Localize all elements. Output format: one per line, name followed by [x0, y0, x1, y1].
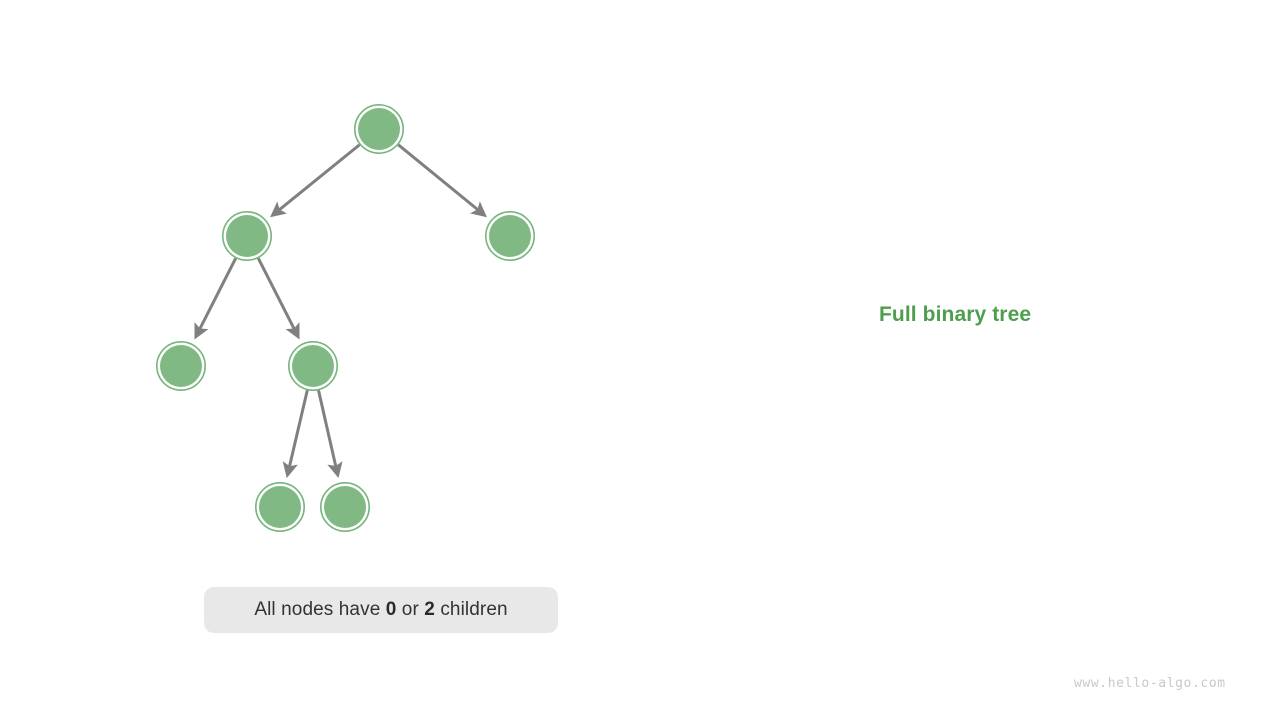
tree-edge	[397, 143, 487, 218]
tree-node[interactable]	[222, 211, 272, 261]
tree-node-white-ring	[289, 342, 337, 390]
tree-edge-layer	[194, 143, 487, 479]
tree-node-outer-ring	[156, 341, 206, 391]
tree-node-fill	[489, 215, 531, 257]
tree-node[interactable]	[354, 104, 404, 154]
caption-suffix: children	[434, 599, 508, 620]
tree-node[interactable]	[485, 211, 535, 261]
tree-node-outer-ring	[255, 482, 305, 532]
tree-node-fill	[160, 345, 202, 387]
tree-node-white-ring	[157, 342, 205, 390]
tree-node-white-ring	[355, 105, 403, 153]
tree-node-layer	[156, 104, 535, 532]
tree-node-outer-ring	[320, 482, 370, 532]
tree-edge	[256, 257, 300, 340]
tree-node-white-ring	[321, 483, 369, 531]
tree-node[interactable]	[156, 341, 206, 391]
tree-node-outer-ring	[485, 211, 535, 261]
caption-box: All nodes have 0 or 2 children	[204, 587, 558, 633]
tree-node-white-ring	[486, 212, 534, 260]
tree-node-fill	[292, 345, 334, 387]
tree-node[interactable]	[255, 482, 305, 532]
tree-node-outer-ring	[354, 104, 404, 154]
watermark: www.hello-algo.com	[1074, 676, 1226, 691]
caption-text: All nodes have 0 or 2 children	[254, 599, 507, 621]
caption-bold-zero: 0	[385, 599, 397, 620]
tree-edge	[317, 390, 343, 479]
tree-node[interactable]	[288, 341, 338, 391]
tree-node-white-ring	[223, 212, 271, 260]
tree-edge	[282, 389, 309, 479]
tree-node-outer-ring	[222, 211, 272, 261]
tree-node-outer-ring	[288, 341, 338, 391]
caption-bold-two: 2	[424, 599, 435, 620]
tree-node-white-ring	[256, 483, 304, 531]
tree-node-fill	[226, 215, 268, 257]
tree-node-fill	[324, 486, 366, 528]
tree-node-fill	[259, 486, 301, 528]
tree-edge	[194, 257, 238, 340]
caption-middle: or	[396, 599, 425, 620]
tree-node[interactable]	[320, 482, 370, 532]
caption-prefix: All nodes have	[254, 599, 386, 620]
page-title: Full binary tree	[879, 303, 1032, 326]
tree-node-fill	[358, 108, 400, 150]
tree-edge	[270, 143, 361, 218]
